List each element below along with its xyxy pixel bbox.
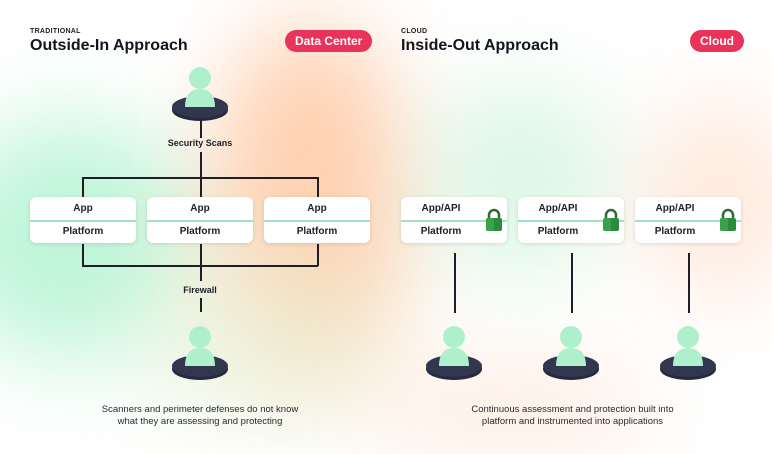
scanner-person-icon — [172, 67, 228, 121]
cloud-badge: Cloud — [690, 30, 744, 52]
drop-line-2 — [200, 177, 202, 197]
drop-line-3 — [317, 177, 319, 197]
rise-line-3 — [317, 244, 319, 266]
card-app-label: App — [73, 203, 93, 214]
scanner-trunk — [200, 152, 202, 178]
left-section-tag: TRADITIONAL — [30, 28, 81, 35]
app-platform-card-2: App Platform — [147, 197, 253, 243]
card-app-api-label: App/API — [421, 203, 461, 214]
cloud-line-3 — [688, 253, 690, 313]
user-person-icon — [172, 326, 228, 380]
card-platform-label: Platform — [654, 226, 696, 237]
left-caption-line1: Scanners and perimeter defenses do not k… — [101, 404, 299, 415]
user-person-icon — [543, 326, 599, 380]
cloud-line-1 — [454, 253, 456, 313]
firewall-lower-line — [200, 298, 202, 312]
app-platform-card-3: App Platform — [264, 197, 370, 243]
card-app-api-label: App/API — [655, 203, 695, 214]
lock-icon — [486, 208, 502, 231]
right-section-title: Inside-Out Approach — [401, 37, 559, 54]
card-platform-label: Platform — [179, 226, 221, 237]
left-caption: Scanners and perimeter defenses do not k… — [60, 404, 340, 428]
left-section-title: Outside-In Approach — [30, 37, 188, 54]
lock-icon — [603, 208, 619, 231]
card-app-label: App — [190, 203, 210, 214]
rise-line-2 — [200, 244, 202, 266]
app-platform-card-1: App Platform — [30, 197, 136, 243]
firewall-label: Firewall — [183, 285, 217, 295]
lock-icon — [720, 208, 736, 231]
cloud-line-2 — [571, 253, 573, 313]
card-platform-label: Platform — [296, 226, 338, 237]
scanner-stem — [200, 118, 202, 138]
data-center-badge: Data Center — [285, 30, 373, 52]
rise-line-1 — [82, 244, 84, 266]
right-section-tag: CLOUD — [401, 28, 428, 35]
right-caption-line2: platform and instrumented into applicati… — [481, 416, 664, 427]
card-app-api-label: App/API — [538, 203, 578, 214]
user-person-icon — [426, 326, 482, 380]
drop-line-1 — [82, 177, 84, 197]
card-platform-label: Platform — [62, 226, 104, 237]
security-scans-label: Security Scans — [167, 138, 233, 148]
left-caption-line2: what they are assessing and protecting — [117, 416, 283, 427]
card-platform-label: Platform — [420, 226, 462, 237]
card-app-label: App — [307, 203, 327, 214]
right-caption-line1: Continuous assessment and protection bui… — [471, 404, 674, 415]
user-person-icon — [660, 326, 716, 380]
card-platform-label: Platform — [537, 226, 579, 237]
firewall-upper-line — [200, 265, 202, 281]
right-caption: Continuous assessment and protection bui… — [430, 404, 715, 428]
